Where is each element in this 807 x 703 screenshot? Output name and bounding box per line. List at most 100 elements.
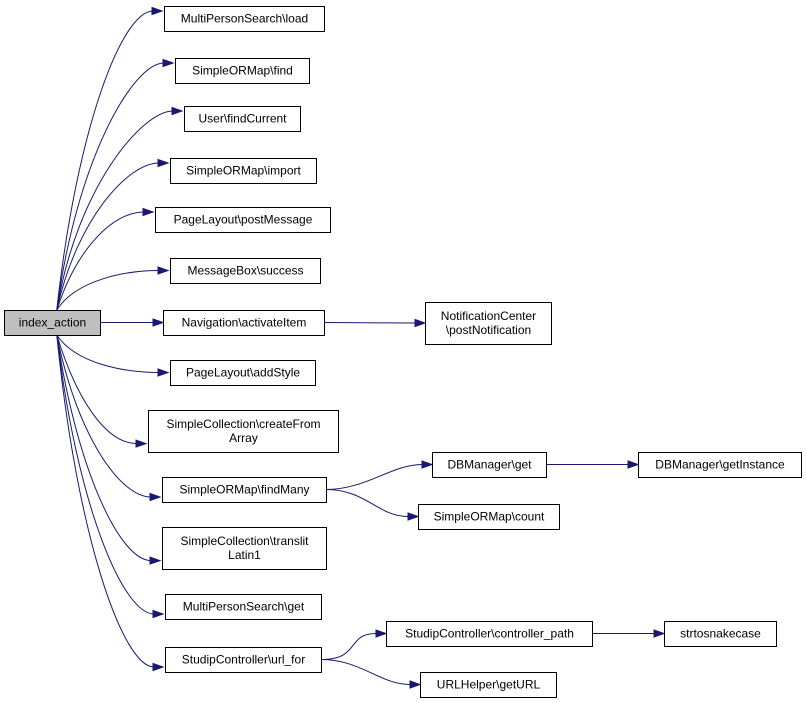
- node-label: User\findCurrent: [198, 112, 287, 126]
- node-layer: index_action MultiPersonSearch\loadSimple…: [4, 6, 802, 698]
- arrow-head-icon: [407, 512, 420, 521]
- node-label: DBManager\getInstance: [655, 458, 785, 472]
- node-mps-get[interactable]: MultiPersonSearch\get: [165, 594, 322, 620]
- node-label: Array: [229, 431, 258, 445]
- node-nc-post[interactable]: NotificationCenter\postNotification: [425, 302, 552, 345]
- node-db-get[interactable]: DBManager\get: [432, 452, 547, 478]
- edge-line: [56, 334, 160, 373]
- edge-orm-findmany-to-db-get: [325, 460, 434, 490]
- edge-root-to-mb-success: [56, 266, 170, 311]
- edge-line: [56, 334, 138, 445]
- arrow-head-icon: [653, 629, 666, 638]
- node-box: [155, 207, 331, 233]
- edge-line: [56, 334, 152, 498]
- node-label: SimpleORMap\findMany: [179, 483, 309, 497]
- edge-line: [56, 334, 155, 668]
- edge-line: [325, 464, 423, 490]
- arrow-head-icon: [142, 207, 155, 217]
- edge-root-to-sc-create: [56, 334, 148, 448]
- edge-db-get-to-db-getinstance: [546, 460, 640, 469]
- node-label: URLHelper\getURL: [437, 678, 541, 692]
- node-label: SimpleORMap\import: [186, 164, 301, 178]
- node-box: [425, 302, 552, 345]
- edge-root-to-nav-activate: [100, 318, 165, 327]
- node-box: [638, 452, 802, 478]
- arrow-head-icon: [157, 266, 170, 275]
- node-label: MultiPersonSearch\get: [183, 600, 305, 614]
- arrow-head-icon: [157, 368, 170, 377]
- arrow-head-icon: [171, 106, 184, 116]
- node-box: [420, 672, 557, 698]
- node-orm-find[interactable]: SimpleORMap\find: [175, 58, 310, 84]
- node-db-getinstance[interactable]: DBManager\getInstance: [638, 452, 802, 478]
- node-label: StudipController\controller_path: [405, 627, 574, 641]
- node-sctrl-cpath[interactable]: StudipController\controller_path: [386, 621, 593, 647]
- edge-line: [320, 633, 377, 660]
- edge-root-to-pl-postmessage: [56, 207, 155, 311]
- edge-root-to-orm-import: [56, 158, 170, 311]
- edge-root-to-sctrl-urlfor: [56, 334, 165, 672]
- edge-line: [56, 211, 145, 311]
- node-box: [386, 621, 593, 647]
- node-nav-activate[interactable]: Navigation\activateItem: [163, 310, 325, 336]
- edge-sctrl-urlfor-to-urlhelper: [320, 659, 422, 689]
- node-label: \postNotification: [446, 323, 531, 337]
- edge-nav-activate-to-nc-post: [323, 318, 427, 328]
- node-label: PageLayout\postMessage: [174, 213, 313, 227]
- edge-line: [56, 110, 174, 311]
- node-box: [170, 360, 316, 386]
- node-pl-postmessage[interactable]: PageLayout\postMessage: [155, 207, 331, 233]
- node-sctrl-urlfor[interactable]: StudipController\url_for: [165, 647, 322, 673]
- edge-line: [56, 162, 160, 311]
- node-root[interactable]: index_action: [4, 310, 101, 336]
- node-user-findcurrent[interactable]: User\findCurrent: [184, 106, 301, 132]
- node-urlhelper[interactable]: URLHelper\getURL: [420, 672, 557, 698]
- arrow-head-icon: [157, 158, 170, 168]
- node-label: MultiPersonSearch\load: [181, 12, 308, 26]
- node-label: NotificationCenter: [441, 309, 536, 323]
- edge-orm-findmany-to-orm-count: [325, 489, 420, 521]
- arrow-head-icon: [421, 460, 434, 469]
- arrow-head-icon: [151, 6, 164, 16]
- edge-line: [323, 322, 416, 324]
- arrow-head-icon: [375, 629, 388, 638]
- node-label: SimpleORMap\count: [434, 510, 545, 524]
- node-label: Navigation\activateItem: [182, 316, 307, 330]
- node-orm-import[interactable]: SimpleORMap\import: [170, 158, 317, 184]
- node-box: [162, 527, 327, 570]
- node-box: [148, 410, 339, 453]
- node-mb-success[interactable]: MessageBox\success: [170, 258, 321, 284]
- node-label: index_action: [19, 316, 86, 330]
- edge-root-to-sc-translit: [56, 334, 162, 565]
- node-pl-addstyle[interactable]: PageLayout\addStyle: [170, 360, 316, 386]
- node-label: SimpleCollection\translit: [180, 534, 309, 548]
- node-label: MessageBox\success: [187, 264, 303, 278]
- arrow-head-icon: [149, 556, 162, 565]
- edge-root-to-user-findcurrent: [56, 106, 184, 311]
- node-strtosnake[interactable]: strtosnakecase: [664, 621, 777, 647]
- arrow-head-icon: [152, 318, 165, 327]
- node-label: Latin1: [228, 548, 261, 562]
- edge-root-to-mps-get: [56, 334, 165, 619]
- arrow-head-icon: [152, 662, 165, 672]
- arrow-head-icon: [409, 680, 422, 689]
- node-orm-findmany[interactable]: SimpleORMap\findMany: [162, 477, 327, 503]
- edge-root-to-pl-addstyle: [56, 334, 170, 377]
- edge-root-to-orm-find: [56, 58, 175, 311]
- node-box: [165, 647, 322, 673]
- edge-sctrl-urlfor-to-sctrl-cpath: [320, 629, 388, 660]
- node-box: [664, 621, 777, 647]
- arrow-head-icon: [627, 460, 640, 469]
- node-mps-load[interactable]: MultiPersonSearch\load: [164, 6, 325, 32]
- edge-line: [56, 10, 154, 311]
- arrow-head-icon: [152, 609, 165, 619]
- edge-line: [56, 270, 160, 311]
- node-label: DBManager\get: [447, 458, 532, 472]
- node-orm-count[interactable]: SimpleORMap\count: [418, 504, 560, 530]
- edge-root-to-mps-load: [56, 6, 164, 311]
- edge-sctrl-cpath-to-strtosnake: [592, 629, 666, 638]
- node-box: [4, 310, 101, 336]
- arrow-head-icon: [162, 58, 175, 68]
